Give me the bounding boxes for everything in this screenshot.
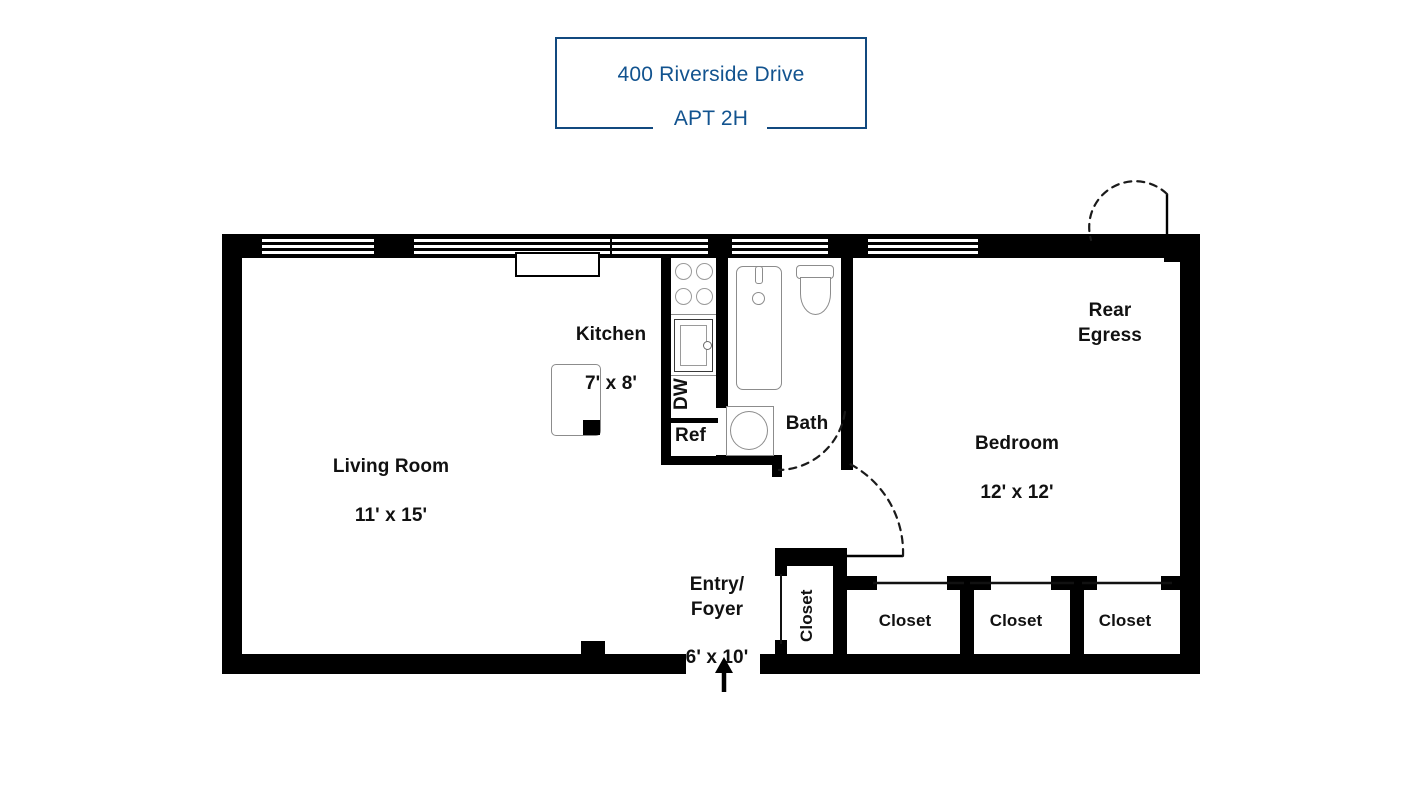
bedroom-label: Bedroom 12' x 12': [927, 408, 1107, 530]
wall-bath-bottom: [716, 455, 782, 465]
kitchen-name: Kitchen: [575, 324, 647, 346]
refrigerator: [671, 423, 716, 456]
building-address: 400 Riverside Drive: [617, 63, 805, 86]
wall-foyer-closet-top: [775, 548, 845, 566]
wall-fridge-divider: [661, 418, 718, 423]
bedroom-door-swing: [846, 461, 905, 558]
bedroom-name: Bedroom: [974, 433, 1060, 455]
title-block: 400 Riverside Drive APT 2H: [555, 37, 867, 131]
living-room-dimensions: 11' x 15': [354, 504, 428, 526]
oven-handle: [703, 341, 712, 350]
wall-foyer-closet-bottom-left-jamb: [775, 640, 787, 656]
wall-bath-door-jamb: [772, 455, 782, 477]
wall-exterior-left: [222, 234, 242, 674]
window-kitchen: [612, 236, 708, 257]
title-block-border-right: [865, 37, 867, 129]
wall-exterior-top: [222, 234, 1200, 258]
bath-name: Bath: [785, 413, 829, 435]
wall-foyer-closet-right: [833, 548, 847, 656]
closet-foyer-label: Closet: [797, 589, 816, 643]
dishwasher: [671, 375, 716, 417]
entry-foyer-dimensions: 6' x 10': [685, 647, 749, 669]
stove-burner-3: [675, 288, 692, 305]
title-block-border-top: [555, 37, 867, 39]
wall-pilaster-living-room: [581, 641, 605, 655]
rear-egress-label: Rear Egress: [1040, 275, 1180, 372]
wall-notch-rear-egress: [1164, 234, 1184, 262]
title-block-border-bottom-left: [555, 127, 653, 129]
toilet-bowl: [800, 277, 831, 315]
wall-exterior-bottom-left: [222, 654, 686, 674]
stove-burner-2: [696, 263, 713, 280]
bathtub-faucet: [755, 266, 763, 284]
refrigerator-label: Ref: [675, 425, 706, 446]
title-block-border-bottom-right: [767, 127, 867, 129]
bedroom-dimensions: 12' x 12': [980, 481, 1054, 503]
stove-burner-1: [675, 263, 692, 280]
bathtub: [736, 266, 782, 390]
wall-closet-bank-top-4: [1161, 576, 1183, 590]
living-room-name: Living Room: [332, 456, 450, 478]
wall-kitchen-bottom: [661, 455, 718, 465]
window-living-room-2: [414, 236, 512, 257]
bathroom-sink-basin: [730, 411, 768, 450]
entry-foyer-label: Entry/ Foyer 6' x 10': [647, 549, 787, 695]
apartment-number-text: APT 2H: [661, 107, 761, 130]
title-block-border-left: [555, 37, 557, 129]
closet-bedroom-3-label: Closet: [1098, 611, 1152, 630]
entry-foyer-name: Entry/ Foyer: [689, 574, 745, 620]
living-room-label: Living Room 11' x 15': [291, 431, 491, 553]
wall-exterior-right: [1180, 234, 1200, 674]
bath-label: Bath: [757, 388, 857, 461]
radiator-living-room: [515, 252, 600, 277]
kitchen-label: Kitchen 7' x 8': [521, 299, 701, 421]
closet-bedroom-1-label: Closet: [878, 611, 932, 630]
stove-burner-4: [696, 288, 713, 305]
closet-bedroom-2-label: Closet: [989, 611, 1043, 630]
wall-closet-divider-1: [960, 576, 974, 658]
wall-kitchen-left: [661, 254, 671, 464]
wall-closet-divider-2: [1070, 576, 1084, 658]
wall-closet-bank-top-1: [847, 576, 877, 590]
rear-egress-name: Rear Egress: [1078, 300, 1142, 346]
bathtub-drain: [752, 292, 765, 305]
kitchen-dimensions: 7' x 8': [585, 372, 637, 394]
window-bedroom: [868, 236, 978, 257]
rear-egress-door-swing: [1088, 180, 1169, 242]
window-bath: [732, 236, 828, 257]
wall-exterior-bottom-right: [760, 654, 1200, 674]
wall-foyer-closet-top-left-jamb: [775, 548, 787, 576]
kitchen-appliance-corner: [583, 420, 600, 435]
window-living-room-1: [262, 236, 374, 257]
wall-kitchen-right: [716, 254, 728, 408]
apartment-number: APT 2H: [555, 107, 867, 131]
